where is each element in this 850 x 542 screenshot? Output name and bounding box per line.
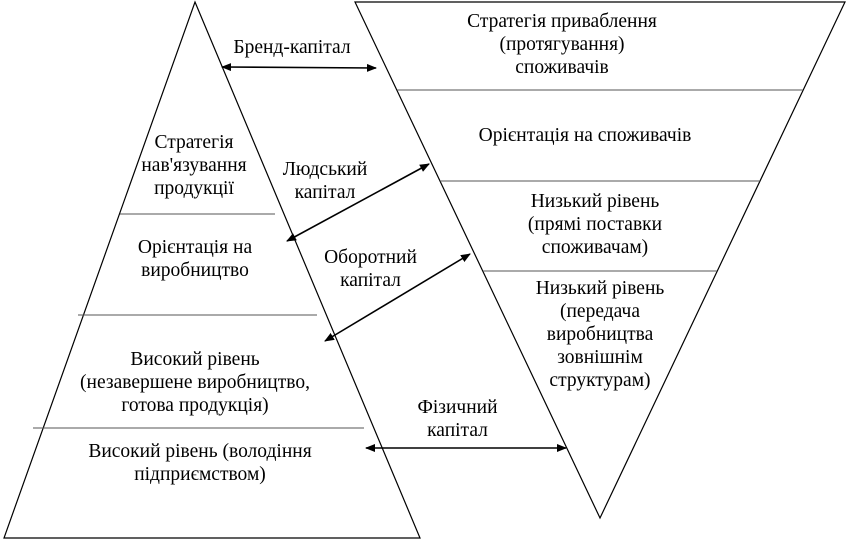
left-high-level-1-line-2: (незавершене виробництво, bbox=[80, 372, 310, 393]
right-orientation-line-1: Орієнтація на споживачів bbox=[478, 125, 692, 146]
right-low-level-1-label: Низький рівень (прямі поставки споживача… bbox=[510, 190, 680, 259]
right-low-level-2-line-3: виробництва bbox=[546, 324, 654, 345]
right-top-strategy-label: Стратегія приваблення (протягування) спо… bbox=[432, 10, 692, 79]
left-top-strategy-line-2: нав'язування bbox=[141, 155, 247, 176]
working-capital-arrow bbox=[324, 253, 471, 342]
right-low-level-2-label: Низький рівень (передача виробництва зов… bbox=[515, 277, 685, 392]
right-low-level-2-line-2: (передача bbox=[560, 301, 640, 322]
right-pyramid-outline bbox=[354, 1, 846, 520]
physical-capital-label: Фізичний капітал bbox=[400, 396, 515, 442]
left-orientation-line-2: виробництво bbox=[141, 260, 249, 281]
left-high-level-1-line-1: Високий рівень bbox=[130, 349, 260, 370]
right-low-level-2-line-1: Низький рівень bbox=[535, 278, 665, 299]
human-capital-line-1: Людський bbox=[282, 159, 368, 180]
right-low-level-2-line-4: зовнішнім bbox=[557, 347, 643, 368]
left-top-strategy-line-3: продукції bbox=[154, 178, 234, 199]
left-high-level-2-line-2: підприємством) bbox=[134, 464, 266, 485]
left-high-level-2-line-1: Високий рівень (володіння bbox=[88, 441, 312, 462]
working-capital-line-1: Оборотний bbox=[324, 247, 417, 268]
left-high-level-2-label: Високий рівень (володіння підприємством) bbox=[55, 440, 345, 486]
human-capital-line-2: капітал bbox=[294, 182, 356, 203]
left-orientation-label: Орієнтація на виробництво bbox=[120, 236, 270, 282]
right-orientation-label: Орієнтація на споживачів bbox=[450, 124, 720, 147]
working-capital-line-2: капітал bbox=[340, 270, 401, 291]
brand-capital-text: Бренд-капітал bbox=[233, 37, 351, 58]
left-top-strategy-line-1: Стратегія bbox=[154, 132, 234, 153]
physical-capital-line-1: Фізичний bbox=[417, 397, 498, 418]
brand-capital-arrow bbox=[221, 63, 377, 72]
physical-capital-line-2: капітал bbox=[427, 420, 488, 441]
brand-capital-label: Бренд-капітал bbox=[212, 36, 372, 59]
right-low-level-1-line-2: (прямі поставки bbox=[527, 214, 663, 235]
left-high-level-1-line-3: готова продукція) bbox=[121, 395, 269, 416]
left-orientation-line-1: Орієнтація на bbox=[137, 237, 253, 258]
right-low-level-1-line-1: Низький рівень bbox=[530, 191, 660, 212]
right-top-strategy-line-3: споживачів bbox=[515, 57, 609, 78]
right-low-level-1-line-3: споживачам) bbox=[541, 237, 649, 258]
left-pyramid-outline bbox=[3, 0, 421, 539]
left-high-level-1-label: Високий рівень (незавершене виробництво,… bbox=[55, 348, 335, 417]
right-top-strategy-line-1: Стратегія приваблення bbox=[467, 11, 657, 32]
human-capital-arrow bbox=[286, 163, 430, 242]
working-capital-label: Оборотний капітал bbox=[308, 246, 433, 292]
right-top-strategy-line-2: (протягування) bbox=[499, 34, 625, 55]
human-capital-label: Людський капітал bbox=[270, 158, 380, 204]
right-low-level-2-line-5: структурам) bbox=[549, 370, 651, 391]
left-top-strategy-label: Стратегія нав'язування продукції bbox=[134, 131, 254, 200]
